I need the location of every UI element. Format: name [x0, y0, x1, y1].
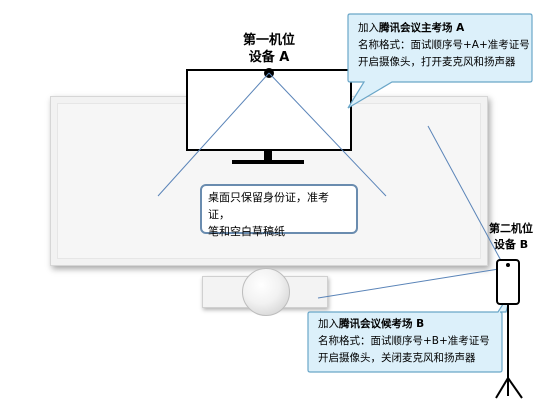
callout-b-line3: 开启摄像头，关闭麦克风和扬声器 — [318, 352, 476, 364]
callout-b-balloon — [307, 289, 513, 373]
camera-b-label: 第二机位 设备 B — [480, 221, 542, 253]
callout-b-meeting-name: 腾讯会议候考场 B — [339, 318, 425, 330]
view-line-b-bottom — [317, 267, 506, 299]
callout-a-meeting-name: 腾讯会议主考场 A — [379, 22, 465, 34]
camera-b-subtitle: 设备 B — [493, 238, 529, 251]
monitor-base — [232, 160, 304, 164]
callout-b-text: 加入腾讯会议候考场 B 名称格式：面试顺序号+B+准考证号 开启摄像头，关闭麦克… — [318, 316, 490, 367]
callout-a-balloon — [347, 13, 533, 109]
tripod-leg-left — [495, 377, 509, 399]
desk-note-line2: 笔和空白草稿纸 — [208, 225, 285, 238]
desk-note: 桌面只保留身份证，准考证， 笔和空白草稿纸 — [200, 184, 358, 238]
camera-b-dot — [506, 263, 510, 267]
desk-note-line1: 桌面只保留身份证，准考证， — [208, 191, 329, 221]
view-line-a-right — [268, 72, 387, 197]
camera-a-subtitle: 设备 A — [248, 50, 290, 65]
callout-b-line1: 加入腾讯会议候考场 B — [318, 316, 490, 333]
callout-a-line2: 名称格式：面试顺序号+A+准考证号 — [358, 39, 530, 51]
camera-b-title: 第二机位 — [489, 222, 533, 235]
camera-a-label: 第一机位 设备 A — [229, 32, 309, 66]
callout-a-text: 加入腾讯会议主考场 A 名称格式：面试顺序号+A+准考证号 开启摄像头，打开麦克… — [358, 20, 530, 71]
callout-a-line3: 开启摄像头，打开麦克风和扬声器 — [358, 56, 516, 68]
callout-a-line1: 加入腾讯会议主考场 A — [358, 20, 530, 37]
camera-a-title: 第一机位 — [242, 33, 295, 48]
tripod-leg-right — [507, 377, 523, 399]
callout-b-join: 加入 — [318, 318, 339, 330]
round-object — [242, 268, 290, 316]
callout-b-line2: 名称格式：面试顺序号+B+准考证号 — [318, 335, 490, 347]
monitor-frame — [186, 69, 352, 151]
view-line-b-top — [427, 125, 506, 269]
callout-a-join: 加入 — [358, 22, 379, 34]
view-line-a-left — [157, 72, 270, 197]
monitor-neck — [264, 150, 272, 162]
